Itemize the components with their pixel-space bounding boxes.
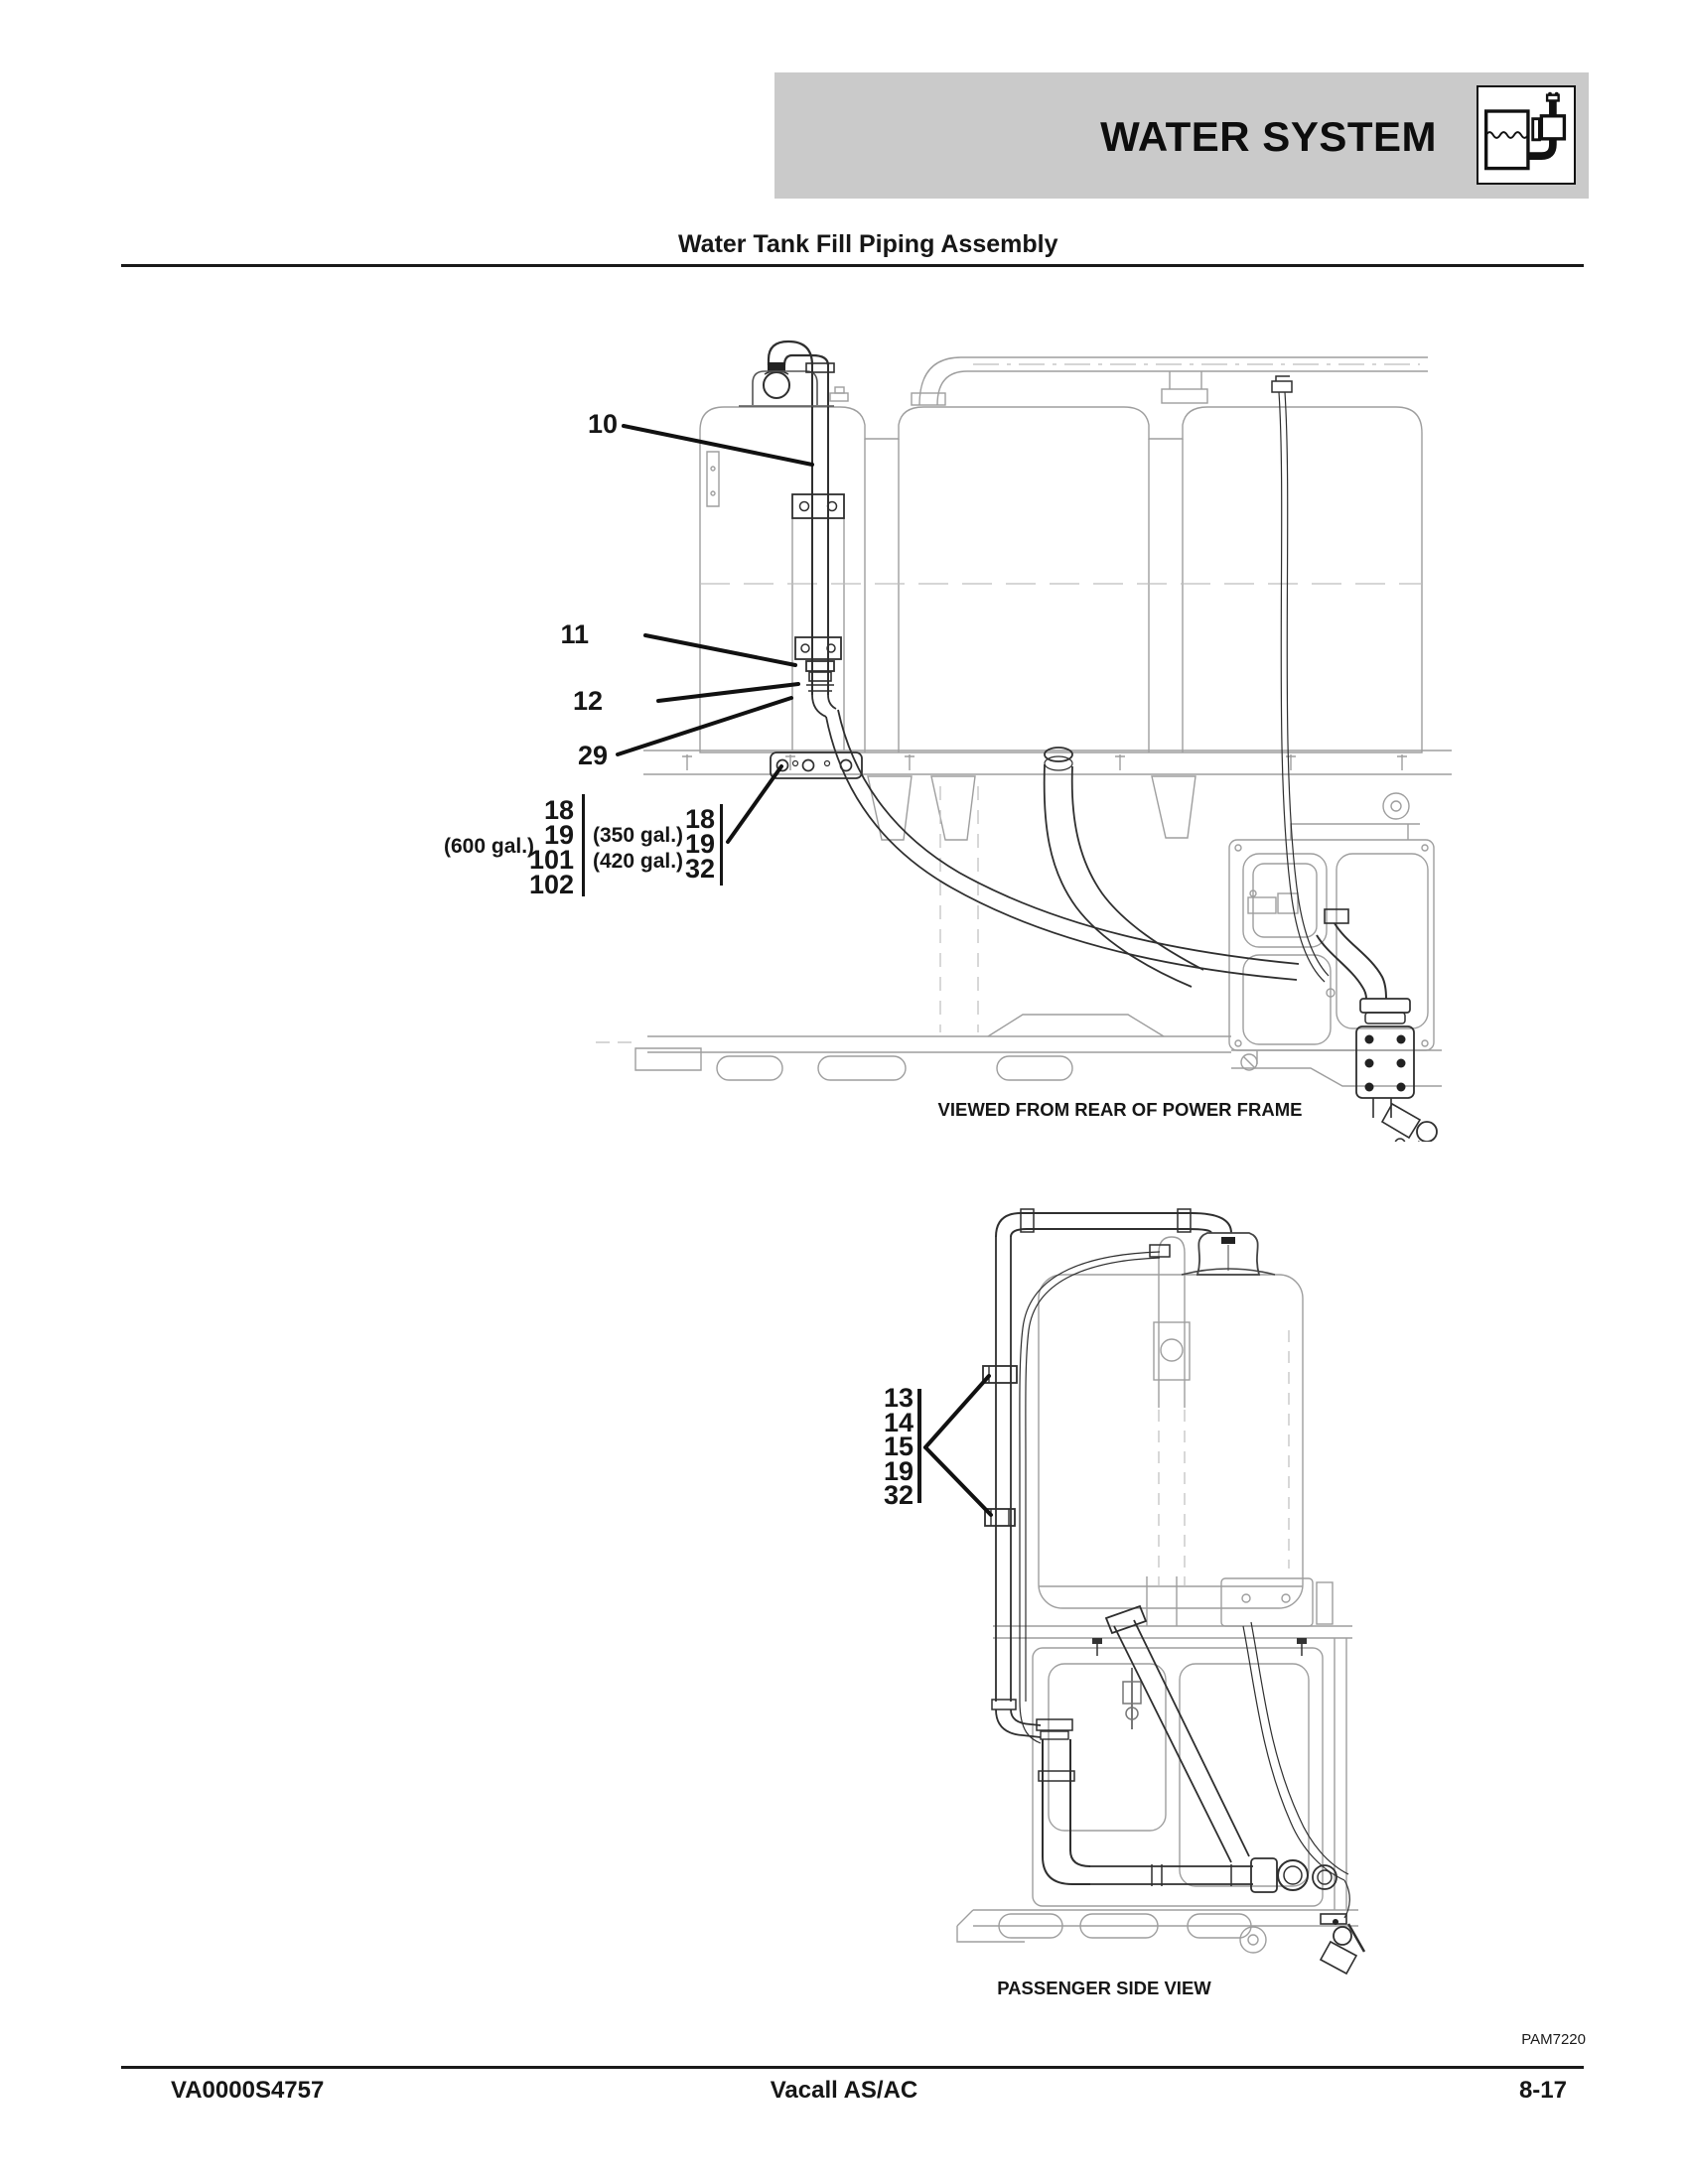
callout-29-label: 29: [577, 741, 608, 770]
footer-doc-number: VA0000S4757: [171, 2077, 325, 2104]
rear-tank-and-frame: [634, 356, 1452, 1087]
variant-item: 18: [543, 795, 574, 825]
variant-item: 18: [684, 804, 715, 834]
section-title: Water Tank Fill Piping Assembly: [678, 230, 1058, 258]
rear-leader-lines: [616, 424, 814, 844]
gallon-350-label: (350 gal.): [593, 824, 684, 847]
rear-fill-piping: [739, 340, 1438, 1142]
rear-view-caption: VIEWED FROM REAR OF POWER FRAME: [937, 1099, 1303, 1120]
footer-rule: [121, 2066, 1584, 2069]
figure-code: PAM7220: [1521, 2031, 1586, 2048]
gallon-600-items: 18 19 101 102: [528, 795, 574, 899]
section-rule: [121, 264, 1584, 267]
side-hidden-lines: [1158, 1330, 1290, 1586]
variant-item: 14: [883, 1407, 914, 1437]
side-view-drawing: [923, 1208, 1366, 1976]
variant-item: 19: [684, 829, 715, 859]
gallon-420-label: (420 gal.): [593, 850, 684, 873]
variant-item: 32: [684, 854, 715, 884]
variant-item: 102: [528, 870, 574, 899]
callout-10-label: 10: [587, 409, 618, 439]
side-tank-and-frame: [956, 1236, 1358, 1954]
variant-item: 19: [543, 820, 574, 850]
water-tank-fill-icon: [1477, 85, 1576, 185]
rear-hidden-lines: [596, 363, 1422, 1043]
side-view-caption: PASSENGER SIDE VIEW: [997, 1978, 1211, 1998]
variant-item: 101: [528, 845, 574, 875]
water-tank-fill-icon-art: [1484, 91, 1567, 171]
variant-divider: [917, 1389, 921, 1503]
page-title: WATER SYSTEM: [1100, 113, 1437, 160]
header-band: [774, 72, 1589, 199]
callout-11-label: 11: [560, 619, 589, 649]
side-leader-lines: [923, 1374, 993, 1517]
side-callout-items: 13 14 15 19 32: [883, 1383, 914, 1510]
side-panel-valve: [1122, 1668, 1142, 1729]
variant-item: 15: [883, 1432, 914, 1461]
callout-12-label: 12: [572, 686, 603, 716]
variant-item: 19: [883, 1455, 914, 1486]
gallon-350-420-items: 18 19 32: [684, 804, 715, 884]
variant-divider: [720, 804, 723, 886]
variant-divider: [582, 794, 585, 896]
variant-item: 32: [883, 1480, 914, 1510]
rear-view-drawing: [596, 340, 1452, 1142]
gallon-600-label: (600 gal.): [444, 835, 535, 858]
variant-item: 13: [883, 1383, 914, 1413]
side-fill-piping: [982, 1208, 1366, 1976]
footer-model: Vacall AS/AC: [770, 2077, 918, 2104]
footer-page-number: 8-17: [1518, 2077, 1567, 2104]
